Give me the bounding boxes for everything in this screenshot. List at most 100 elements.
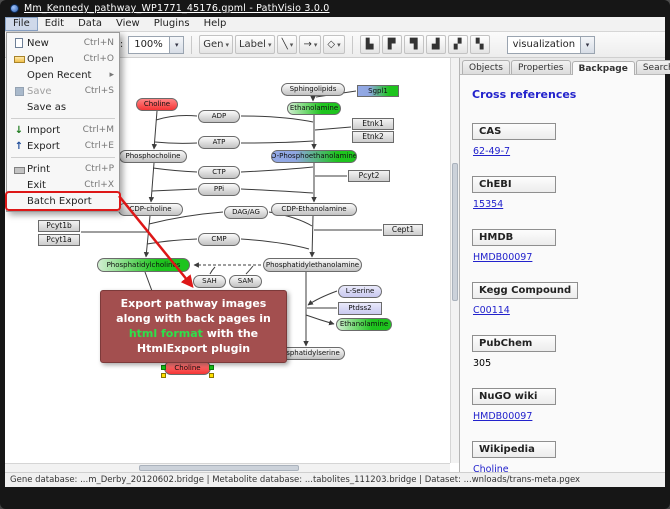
menubar-item-file[interactable]: File [5,17,38,31]
tool-button--[interactable]: ╲▾ [277,35,297,54]
backpage-panel: Cross references CAS62-49-7ChEBI15354HMD… [460,75,665,472]
xref-header-pubchem: PubChem [472,335,556,352]
tab-search[interactable]: Search [636,60,670,74]
xref-link[interactable]: C00114 [473,305,510,316]
menubar-item-edit[interactable]: Edit [38,17,71,31]
pathway-node-sah[interactable]: SAH [193,275,226,288]
menu-item-shortcut: Ctrl+N [84,38,114,48]
menubar-item-view[interactable]: View [109,17,147,31]
scrollbar-thumb[interactable] [139,465,299,471]
pathway-node-ptdss2[interactable]: Ptdss2 [338,302,382,315]
chevron-down-icon: ▾ [314,41,318,49]
pathway-node-ethanolamine[interactable]: Ethanolamine [336,318,392,331]
align-button-4[interactable]: ▟ [426,35,446,54]
pathway-node-pcyt1b[interactable]: Pcyt1b [38,220,80,232]
selection-handle[interactable] [209,365,214,370]
pathway-node-cmp[interactable]: CMP [198,233,240,246]
selection-handle[interactable] [209,373,214,378]
zoom-value: 100% [129,39,169,50]
file-menu-item-open[interactable]: OpenCtrl+O [7,51,119,67]
menubar-item-plugins[interactable]: Plugins [147,17,197,31]
pathway-node-cdp-choline[interactable]: CDP-choline [118,203,183,216]
visualization-combobox[interactable]: visualization ▾ [507,36,595,54]
xref-link[interactable]: Choline [473,464,509,472]
pathway-node-etnk1[interactable]: Etnk1 [352,118,394,130]
file-menu-item-export[interactable]: ↑ExportCtrl+E [7,138,119,154]
align-button-2[interactable]: ▛ [382,35,402,54]
tab-objects[interactable]: Objects [462,60,510,74]
pathway-node-dag-ag[interactable]: DAG/AG [224,206,268,219]
tab-properties[interactable]: Properties [511,60,570,74]
pathway-node-cept1[interactable]: Cept1 [383,224,423,236]
pathway-node-phosphatidylethanolamine[interactable]: Phosphatidylethanolamine [263,258,362,272]
file-menu-item-print[interactable]: PrintCtrl+P [7,161,119,177]
pathway-node-pcyt2[interactable]: Pcyt2 [348,170,390,182]
selection-handle[interactable] [161,373,166,378]
tool-button--[interactable]: →▾ [299,35,321,54]
titlebar[interactable]: Mm_Kennedy_pathway_WP1771_45176.gpml - P… [0,0,670,17]
pathway-node-sam[interactable]: SAM [229,275,262,288]
tool-button-label[interactable]: Label▾ [235,35,276,54]
annotation-highlight: html format [129,327,203,340]
pathway-node-atp[interactable]: ATP [198,136,240,149]
toolbar-separator [352,36,353,54]
xref-header-chebi: ChEBI [472,176,556,193]
export-icon: ↑ [11,141,27,152]
pathway-node-choline[interactable]: Choline [164,361,211,375]
pathway-node-o-phosphoethanolamine[interactable]: O-Phosphoethanolamine [271,150,357,163]
menu-item-label: Open Recent [27,70,101,81]
pathway-node-l-serine[interactable]: L-Serine [338,285,382,298]
tab-backpage[interactable]: Backpage [572,61,635,75]
menu-item-shortcut: Ctrl+M [83,125,114,135]
pathway-node-ctp[interactable]: CTP [198,166,240,179]
app-icon [10,4,19,13]
pathway-node-ethanolamine[interactable]: Ethanolamine [287,102,341,115]
pathway-node-etnk2[interactable]: Etnk2 [352,131,394,143]
align-button-6[interactable]: ▚ [470,35,490,54]
pathway-node-pcyt1a[interactable]: Pcyt1a [38,234,80,246]
file-menu-item-open-recent[interactable]: Open Recent▸ [7,67,119,83]
side-panel: ObjectsPropertiesBackpageSearchLegend Cr… [460,58,665,472]
xref-link[interactable]: HMDB00097 [473,252,532,263]
pathway-node-sgpl1[interactable]: Sgpl1 [357,85,399,97]
canvas-horizontal-scrollbar[interactable] [5,463,450,472]
selection-handle[interactable] [161,365,166,370]
menubar-item-data[interactable]: Data [71,17,109,31]
xref-link[interactable]: HMDB00097 [473,411,532,422]
file-menu-item-import[interactable]: ↓ImportCtrl+M [7,122,119,138]
pathway-node-cdp-ethanolamine[interactable]: CDP-Ethanolamine [271,203,357,216]
print-icon [11,164,27,174]
zoom-combobox[interactable]: 100% ▾ [128,36,184,54]
file-menu-item-save-as[interactable]: Save as [7,99,119,115]
pathway-node-sphingolipids[interactable]: Sphingolipids [281,83,345,96]
window-title: Mm_Kennedy_pathway_WP1771_45176.gpml - P… [24,3,330,14]
pathway-node-phosphocholine[interactable]: Phosphocholine [119,150,187,163]
xref-sections: CAS62-49-7ChEBI15354HMDBHMDB00097Kegg Co… [472,119,653,472]
pathway-node-phosphatidylcholines[interactable]: Phosphatidylcholines [97,258,190,272]
save-icon [15,87,24,96]
pathway-node-choline[interactable]: Choline [136,98,178,111]
visualization-dropdown-icon[interactable]: ▾ [580,37,594,53]
pathway-node-adp[interactable]: ADP [198,110,240,123]
menu-separator [11,157,115,158]
file-menu-item-exit[interactable]: ExitCtrl+X [7,177,119,193]
new-icon [15,38,23,48]
align-button-1[interactable]: ▙ [360,35,380,54]
tool-button-gen[interactable]: Gen▾ [199,35,233,54]
tool-button--[interactable]: ◇▾ [323,35,344,54]
zoom-dropdown-icon[interactable]: ▾ [169,37,183,53]
align-button-3[interactable]: ▜ [404,35,424,54]
menubar-item-help[interactable]: Help [197,17,234,31]
align-button-5[interactable]: ▞ [448,35,468,54]
scrollbar-thumb[interactable] [452,163,458,301]
file-menu-item-batch-export[interactable]: Batch Export [7,193,119,209]
file-menu-item-save[interactable]: SaveCtrl+S [7,83,119,99]
pathway-node-ppi[interactable]: PPi [198,183,240,196]
xref-link[interactable]: 15354 [473,199,503,210]
xref-link[interactable]: 62-49-7 [473,146,510,157]
file-menu-item-new[interactable]: NewCtrl+N [7,35,119,51]
canvas-vertical-scrollbar[interactable] [450,58,459,463]
tool-button-label: → [303,39,311,50]
new-icon [11,38,27,48]
